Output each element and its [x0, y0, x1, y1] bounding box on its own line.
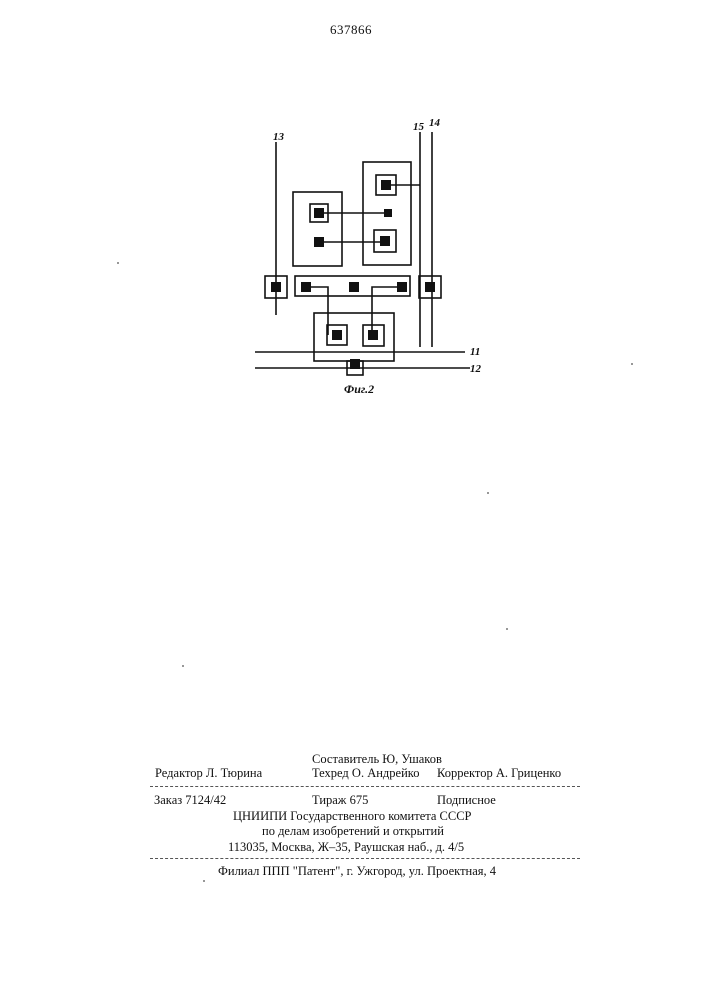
label-14: 14	[429, 117, 441, 129]
figure-caption: Фиг.2	[344, 382, 374, 397]
org-line-1: ЦНИИПИ Государственного комитета СССР	[233, 809, 472, 824]
circulation-line: Тираж 675	[312, 793, 368, 808]
divider-bottom	[150, 858, 580, 859]
label-11: 11	[470, 346, 480, 358]
techred-line: Техред О. Андрейко	[312, 766, 419, 781]
figure-2-circuit-layout: 13 15 14 11 12	[240, 112, 490, 392]
corrector-line: Корректор А. Гриценко	[437, 766, 561, 781]
address-line: 113035, Москва, Ж–35, Раушская наб., д. …	[228, 840, 464, 855]
org-line-2: по делам изобретений и открытий	[262, 824, 444, 839]
label-15: 15	[413, 121, 425, 133]
block-upper-left	[293, 192, 342, 266]
label-12: 12	[470, 363, 482, 375]
compiler-line: Составитель Ю, Ушаков	[312, 752, 442, 767]
order-line: Заказ 7124/42	[154, 793, 226, 808]
page-number: 637866	[330, 22, 372, 38]
scan-speck	[487, 492, 489, 494]
branch-line: Филиал ППП "Патент", г. Ужгород, ул. Про…	[218, 864, 496, 879]
block-lower	[314, 313, 394, 361]
scan-speck	[631, 363, 633, 365]
editor-line: Редактор Л. Тюрина	[155, 766, 262, 781]
label-13: 13	[273, 131, 285, 143]
scan-speck	[117, 262, 119, 264]
scan-speck	[203, 880, 205, 882]
scan-speck	[506, 628, 508, 630]
subscription-line: Подписное	[437, 793, 496, 808]
divider-top	[150, 786, 580, 787]
scan-speck	[182, 665, 184, 667]
